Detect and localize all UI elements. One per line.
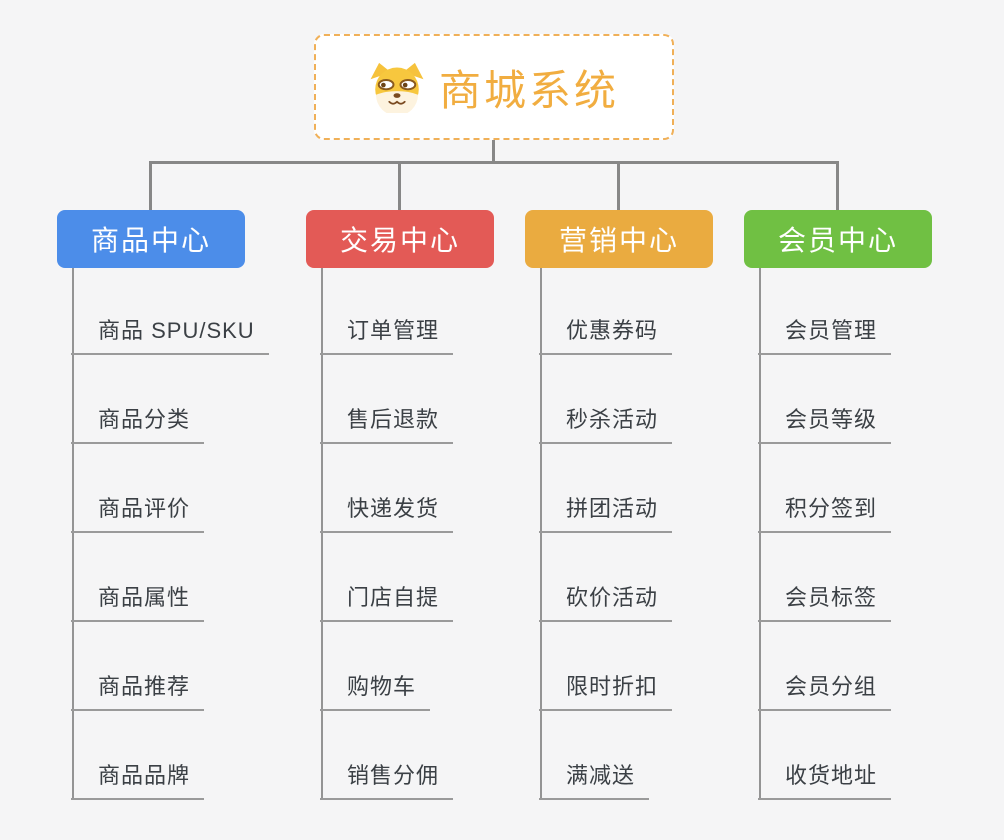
- connector-stem: [492, 140, 495, 164]
- branch-connector-line: [540, 268, 542, 800]
- connector-drop: [836, 161, 839, 210]
- branch-node[interactable]: 营销中心: [525, 210, 713, 268]
- connector-drop: [617, 161, 620, 210]
- leaf-node[interactable]: 商品属性: [71, 580, 205, 622]
- leaf-node[interactable]: 收货地址: [758, 758, 892, 800]
- branch-column: 商品中心商品 SPU/SKU 商品分类商品评价商品属性商品推荐商品品牌: [57, 210, 317, 810]
- leaf-node[interactable]: 积分签到: [758, 491, 892, 533]
- leaf-node[interactable]: 会员管理: [758, 313, 892, 355]
- leaf-node[interactable]: 会员标签: [758, 580, 892, 622]
- connector-bus: [149, 161, 839, 164]
- branch-node[interactable]: 会员中心: [744, 210, 932, 268]
- branch-connector-line: [72, 268, 74, 800]
- leaf-node[interactable]: 商品 SPU/SKU: [71, 313, 269, 355]
- branch-column: 营销中心优惠券码秒杀活动拼团活动砍价活动限时折扣满减送: [525, 210, 785, 810]
- root-label: 商城系统: [438, 66, 619, 114]
- leaf-node[interactable]: 商品评价: [71, 491, 205, 533]
- branch-connector-line: [759, 268, 761, 800]
- connector-drop: [149, 161, 152, 210]
- branch-column: 会员中心会员管理会员等级积分签到会员标签会员分组收货地址: [744, 210, 1004, 810]
- leaf-node[interactable]: 满减送: [539, 758, 650, 800]
- leaf-node[interactable]: 会员等级: [758, 402, 892, 444]
- branch-column: 交易中心订单管理售后退款快递发货门店自提购物车销售分佣: [306, 210, 566, 810]
- leaf-node[interactable]: 销售分佣: [320, 758, 454, 800]
- branch-node[interactable]: 交易中心: [306, 210, 494, 268]
- leaf-node[interactable]: 砍价活动: [539, 580, 673, 622]
- leaf-node[interactable]: 快递发货: [320, 491, 454, 533]
- leaf-node[interactable]: 商品推荐: [71, 669, 205, 711]
- leaf-node[interactable]: 拼团活动: [539, 491, 673, 533]
- leaf-node[interactable]: 售后退款: [320, 402, 454, 444]
- leaf-node[interactable]: 订单管理: [320, 313, 454, 355]
- leaf-node[interactable]: 门店自提: [320, 580, 454, 622]
- leaf-node[interactable]: 购物车: [320, 669, 431, 711]
- root-node[interactable]: 商城系统: [314, 34, 674, 140]
- leaf-node[interactable]: 会员分组: [758, 669, 892, 711]
- connector-drop: [398, 161, 401, 210]
- leaf-node[interactable]: 限时折扣: [539, 669, 673, 711]
- leaf-node[interactable]: 商品分类: [71, 402, 205, 444]
- leaf-node[interactable]: 秒杀活动: [539, 402, 673, 444]
- leaf-node[interactable]: 商品品牌: [71, 758, 205, 800]
- leaf-node[interactable]: 优惠券码: [539, 313, 673, 355]
- shiba-dog-icon: [369, 61, 425, 113]
- branch-node[interactable]: 商品中心: [57, 210, 245, 268]
- branch-connector-line: [321, 268, 323, 800]
